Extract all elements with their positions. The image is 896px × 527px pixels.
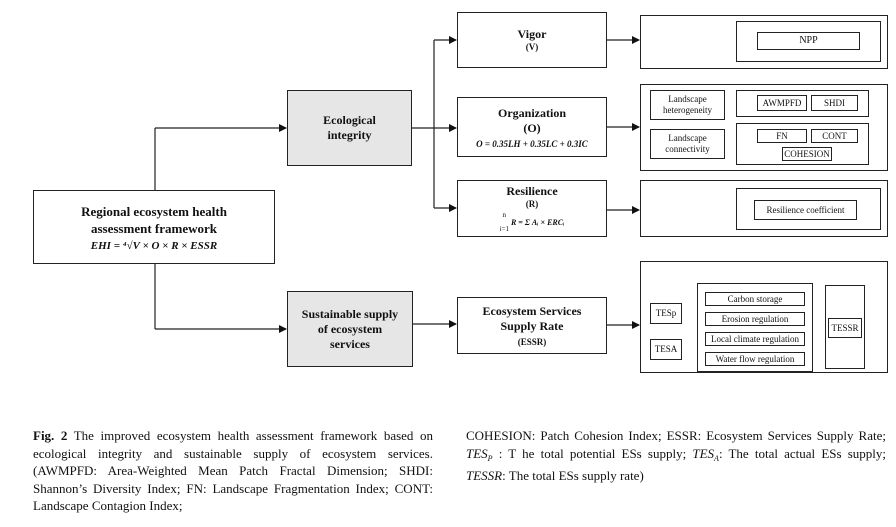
caption-potential: he total potential ESs supply; xyxy=(522,445,687,461)
vigor-box: Vigor (V) xyxy=(457,12,607,68)
sustainable-line3: services xyxy=(330,336,370,351)
service-water-flow-regulation: Water flow regulation xyxy=(705,352,805,366)
cont-box: CONT xyxy=(811,129,858,143)
essr-box: Ecosystem Services Supply Rate (ESSR) xyxy=(457,297,607,354)
service-carbon-storage: Carbon storage xyxy=(705,292,805,306)
shdi-box: SHDI xyxy=(811,95,858,111)
sum-bottom: i=1 xyxy=(499,225,509,233)
caption-actual: : The total actual ESs supply; xyxy=(718,445,887,461)
figure-caption-left: Fig. 2 The improved ecosystem health ass… xyxy=(33,427,433,515)
service-erosion-regulation: Erosion regulation xyxy=(705,312,805,326)
figure-caption-right: COHESION: Patch Cohesion Index; ESSR: Ec… xyxy=(466,427,886,485)
awmpfd-box: AWMPFD xyxy=(757,95,807,111)
tesa-box: TESA xyxy=(650,339,682,360)
ecological-integrity-box: Ecological integrity xyxy=(287,90,412,166)
sustainable-line2: of ecosystem xyxy=(317,321,383,336)
organization-title: Organization xyxy=(498,105,566,120)
vigor-abbr: (V) xyxy=(525,42,539,52)
sum-top: n xyxy=(502,211,507,219)
landscape-connectivity-box: Landscape connectivity xyxy=(650,129,725,159)
caption-right-line1: COHESION: Patch Cohesion Index; ESSR: Ec… xyxy=(466,428,886,443)
sustainable-supply-box: Sustainable supply of ecosystem services xyxy=(287,291,413,367)
organization-formula: O = 0.35LH + 0.35LC + 0.3IC xyxy=(476,138,588,149)
ecological-line1: Ecological xyxy=(323,113,376,127)
organization-box: Organization (O) O = 0.35LH + 0.35LC + 0… xyxy=(457,97,607,157)
essr-abbr: (ESSR) xyxy=(517,336,547,347)
resilience-formula: R = Σ Aᵢ × ERCᵢ xyxy=(510,218,565,227)
landscape-heterogeneity-line1: Landscape xyxy=(668,94,707,104)
tesp-box: TESp xyxy=(650,303,682,324)
ehi-formula: EHI = ⁴√V × O × R × ESSR xyxy=(90,239,218,252)
landscape-heterogeneity-line2: heterogeneity xyxy=(663,105,712,115)
ecological-line2: integrity xyxy=(327,128,372,142)
caption-colon-t: : T xyxy=(498,445,516,461)
main-framework-box: Regional ecosystem health assessment fra… xyxy=(33,190,275,264)
landscape-connectivity-line1: Landscape xyxy=(668,133,707,143)
figure-label: Fig. 2 xyxy=(33,428,68,443)
resilience-coefficient-box: Resilience coefficient xyxy=(754,200,857,220)
main-title-line1: Regional ecosystem health xyxy=(81,203,227,219)
resilience-abbr: (R) xyxy=(525,199,539,209)
resilience-title: Resilience xyxy=(506,184,558,198)
fn-box: FN xyxy=(757,129,807,143)
caption-tesa: TESA xyxy=(692,445,719,463)
sum-limits: n i=1 xyxy=(500,212,509,233)
resilience-formula-group: n i=1 R = Σ Aᵢ × ERCᵢ xyxy=(500,212,565,233)
landscape-heterogeneity-box: Landscape heterogeneity xyxy=(650,90,725,120)
essr-line2: Supply Rate xyxy=(500,318,564,333)
caption-tail: : The total ESs supply rate) xyxy=(502,468,644,483)
resilience-box: Resilience (R) n i=1 R = Σ Aᵢ × ERCᵢ xyxy=(457,180,607,237)
tessr-box: TESSR xyxy=(828,318,862,338)
main-title-line2: assessment framework xyxy=(90,220,217,236)
caption-tesp: TESP xyxy=(466,445,493,463)
service-local-climate-regulation: Local climate regulation xyxy=(705,332,805,346)
vigor-title: Vigor xyxy=(517,27,547,41)
landscape-connectivity-line2: connectivity xyxy=(665,144,710,154)
npp-box: NPP xyxy=(757,32,860,50)
cohesion-box: COHESION xyxy=(782,147,832,161)
sustainable-line1: Sustainable supply xyxy=(301,306,399,321)
essr-line1: Ecosystem Services xyxy=(482,303,582,318)
caption-tessr: TESSR xyxy=(466,468,503,483)
organization-abbr: (O) xyxy=(523,120,541,135)
caption-left-text: The improved ecosystem health assessment… xyxy=(33,428,433,513)
